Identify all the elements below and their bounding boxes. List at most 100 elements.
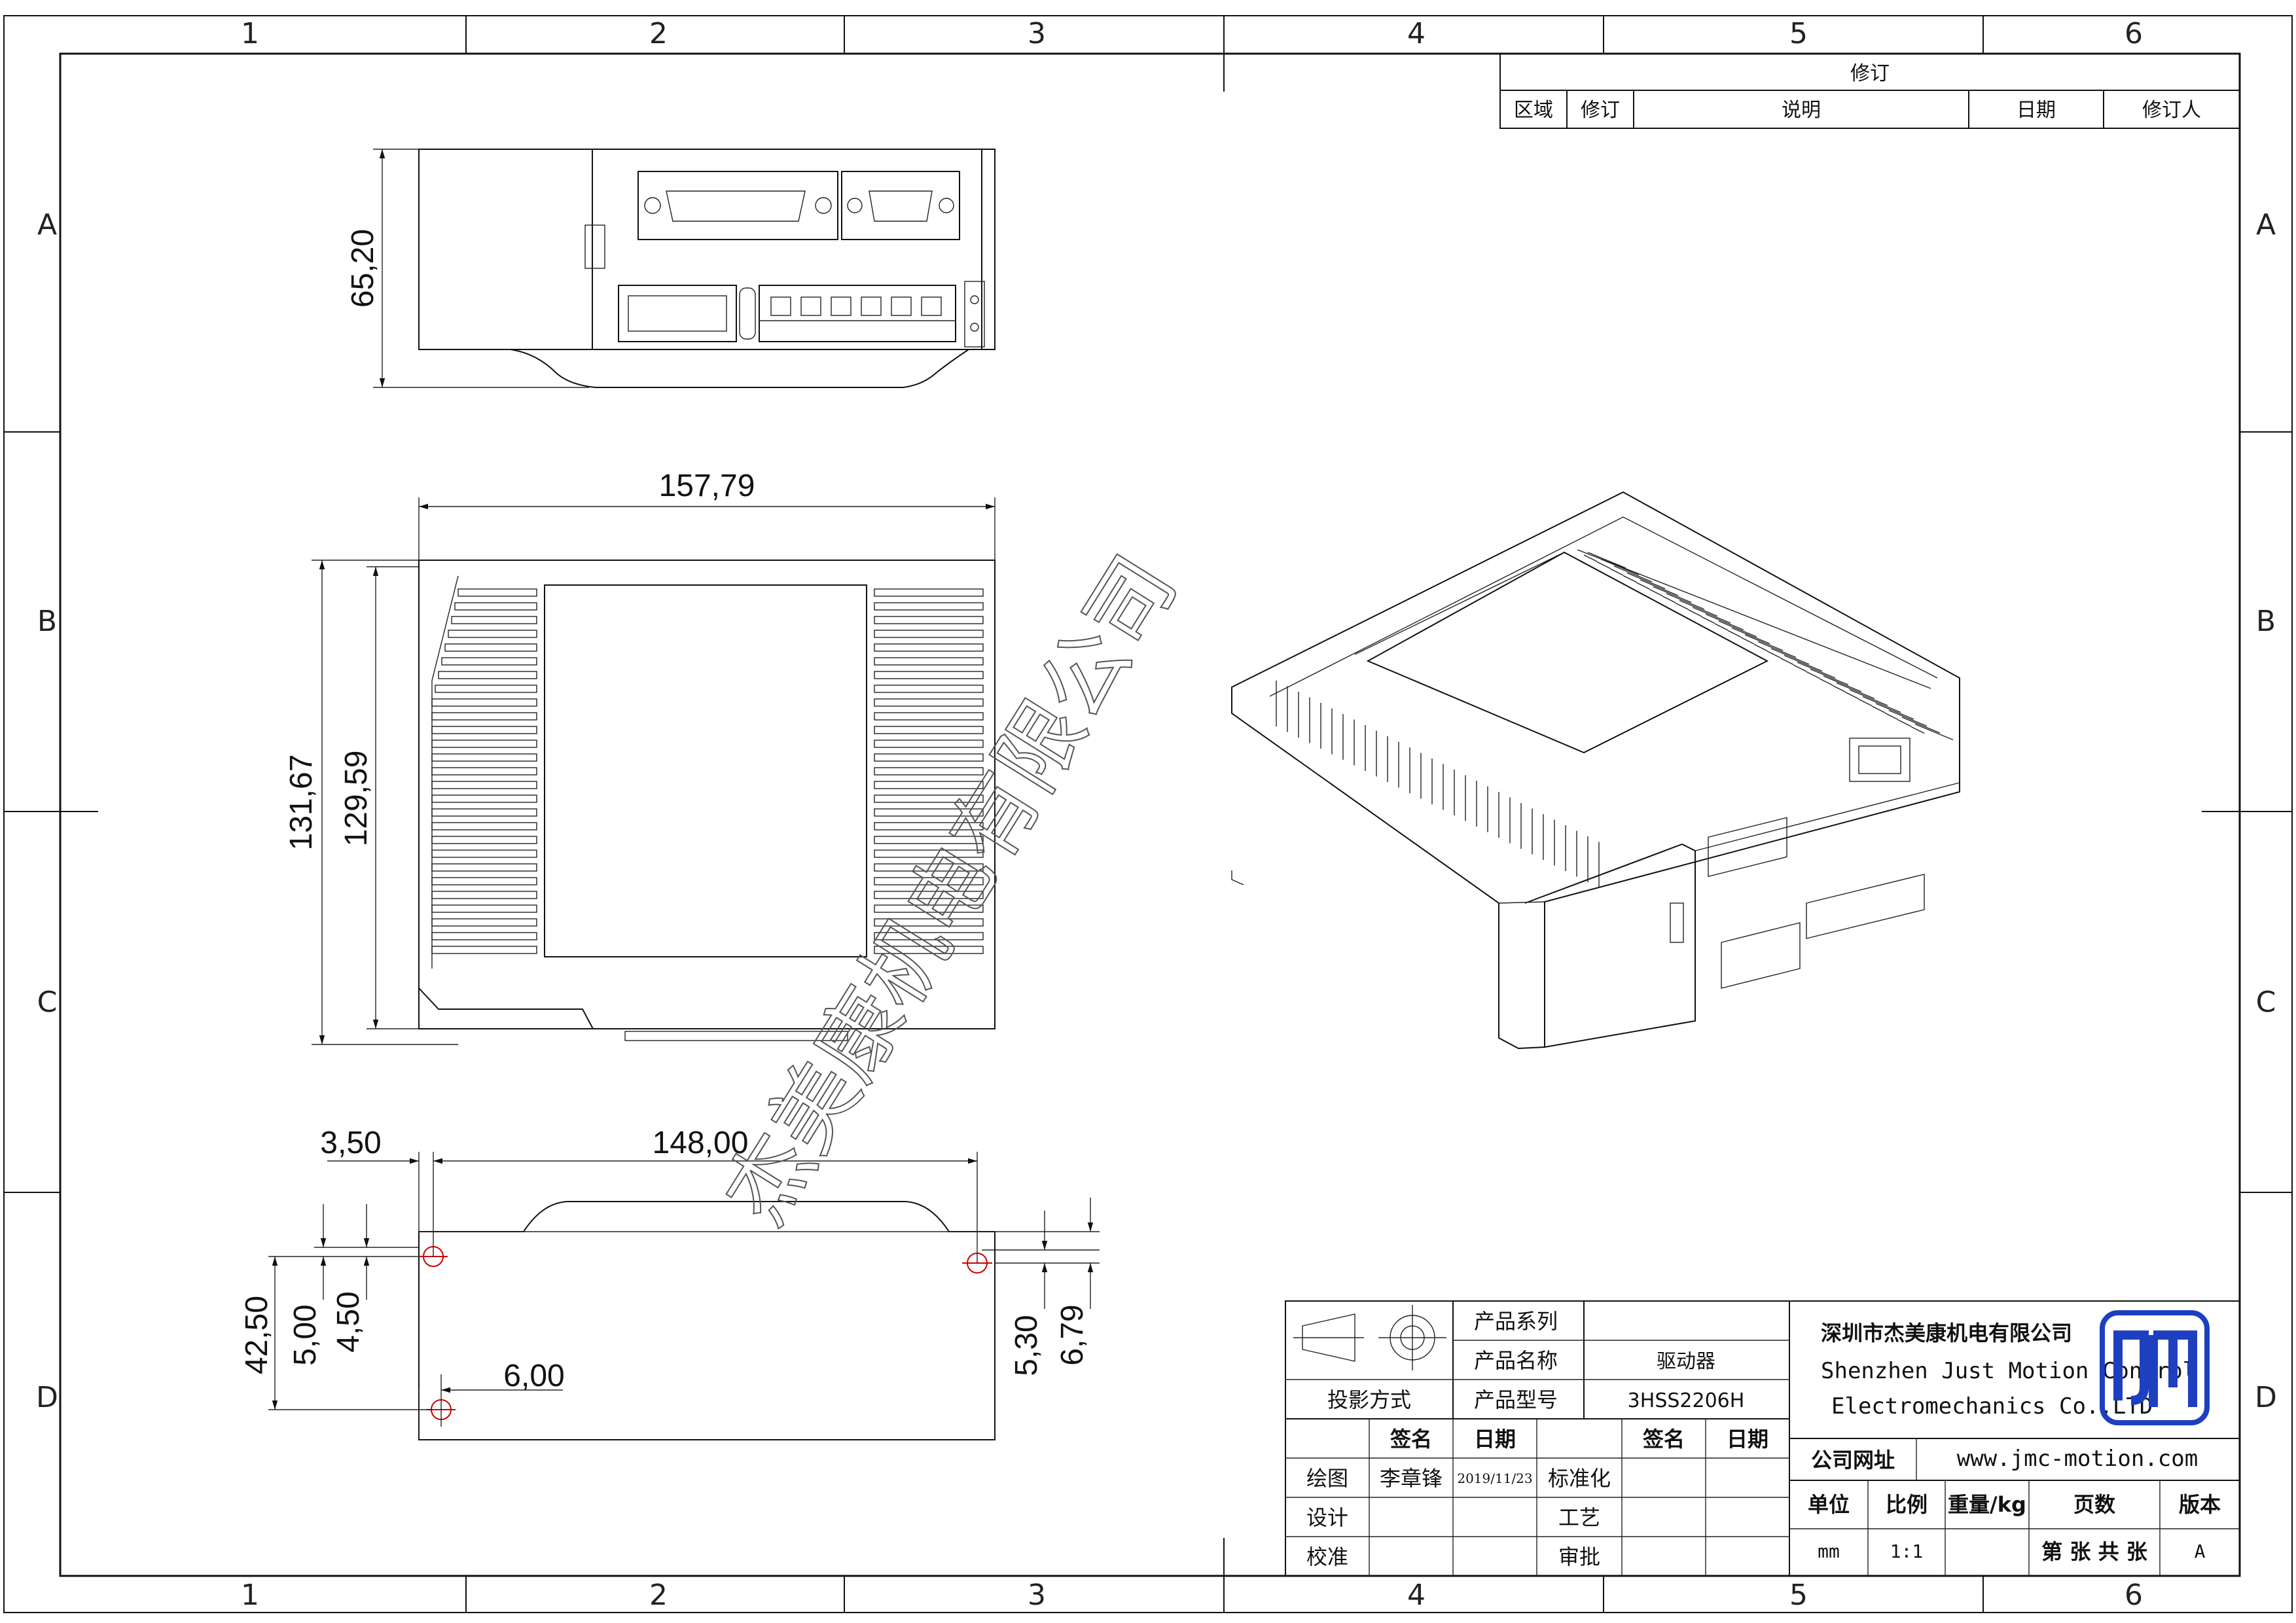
vent-slat-left xyxy=(451,616,537,624)
iso-top-vent-slat xyxy=(1793,664,1807,672)
tb-projection-label: 投影方式 xyxy=(1327,1387,1411,1412)
vent-slat-left xyxy=(431,808,537,817)
zone-labels: 1 2 3 4 5 6 1 2 3 4 5 6 A B C D A B C D xyxy=(36,17,2277,1612)
vent-slat-right xyxy=(874,849,984,858)
vent-slat-right xyxy=(874,602,984,611)
vent-slat-left xyxy=(431,767,537,776)
tb-unit-value: mm xyxy=(1818,1541,1840,1562)
vent-slat-right xyxy=(874,685,984,693)
iso-top-vent-slat xyxy=(1653,586,1692,603)
outer-frame xyxy=(3,15,2293,1613)
company-logo-icon xyxy=(2100,1310,2210,1425)
tb-sign-header: 签名 xyxy=(1390,1427,1432,1452)
iso-top-vent-slat xyxy=(1626,572,1666,590)
tb-scale-value: 1:1 xyxy=(1890,1541,1924,1562)
iso-top-vent-slat xyxy=(1688,609,1702,617)
iso-top-vent-slat xyxy=(1757,641,1797,658)
zone-col-4-top: 4 xyxy=(1407,17,1426,50)
vent-slat-left xyxy=(435,685,537,693)
dim-h-6-79-label: 6,79 xyxy=(1055,1304,1090,1365)
zone-row-b-left: B xyxy=(37,605,57,638)
vent-slat-left xyxy=(444,643,537,652)
vent-slat-left xyxy=(431,822,537,830)
iso-top-vent-slat xyxy=(1609,568,1624,576)
vent-slat-left xyxy=(431,932,537,940)
dim-overall-height-label: 131,67 xyxy=(284,755,319,851)
iso-top-vent-slat xyxy=(1692,607,1731,624)
iso-top-vent-slat xyxy=(1636,582,1650,590)
vent-slat-right xyxy=(874,698,984,707)
vent-slat-right xyxy=(874,588,984,597)
tb-company-cn: 深圳市杰美康机电有限公司 xyxy=(1821,1321,2072,1346)
iso-top-vent-slat xyxy=(1701,616,1715,624)
dim-left-offset: 3,50 xyxy=(320,1126,434,1257)
vent-slat-right xyxy=(874,630,984,638)
iso-top-vent-slat xyxy=(1806,671,1820,679)
iso-top-vent-slat xyxy=(1600,558,1640,576)
tb-design-label: 设计 xyxy=(1306,1505,1348,1530)
iso-top-vent-slat xyxy=(1727,630,1742,638)
iso-top-vent-slat xyxy=(1849,689,1888,706)
tb-name-value: 驱动器 xyxy=(1657,1350,1715,1373)
revision-header-rev: 修订 xyxy=(1581,99,1620,122)
zone-col-4-bottom: 4 xyxy=(1407,1578,1426,1612)
tb-sign-header-2: 签名 xyxy=(1643,1427,1685,1452)
vent-slat-right xyxy=(874,904,984,913)
zone-col-6-top: 6 xyxy=(2125,17,2143,50)
vent-slat-right xyxy=(874,767,984,776)
vent-slat-left xyxy=(454,602,537,611)
tb-drawn-label: 绘图 xyxy=(1306,1466,1348,1491)
side-view xyxy=(418,149,996,388)
iso-top-vent-slat xyxy=(1858,698,1873,707)
revision-header-date: 日期 xyxy=(2017,99,2056,122)
tb-series-label: 产品系列 xyxy=(1474,1309,1558,1334)
vent-slat-right xyxy=(874,753,984,762)
zone-col-2-top: 2 xyxy=(649,17,668,50)
dim-height-side-label: 65,20 xyxy=(346,229,380,308)
iso-top-vent-slat xyxy=(1740,637,1755,645)
tb-company-en-1: Shenzhen Just Motion Control xyxy=(1821,1358,2196,1384)
projection-symbol-icon xyxy=(1293,1305,1446,1370)
iso-top-vent-slat xyxy=(1780,657,1794,666)
revision-header-desc: 说明 xyxy=(1782,99,1821,122)
zone-col-6-bottom: 6 xyxy=(2125,1578,2143,1612)
iso-top-vent-slat xyxy=(1744,634,1784,651)
top-view xyxy=(418,560,996,1041)
tb-name-label: 产品名称 xyxy=(1474,1348,1558,1373)
vent-slat-left xyxy=(431,781,537,789)
iso-top-vent-slat xyxy=(1753,643,1768,652)
vent-slat-left xyxy=(431,863,537,872)
vent-slat-left xyxy=(431,794,537,803)
zone-col-1-bottom: 1 xyxy=(241,1578,259,1612)
tb-website: www.jmc-motion.com xyxy=(1957,1446,2198,1472)
vent-slat-left xyxy=(431,904,537,913)
iso-top-vent-slat xyxy=(1784,654,1823,672)
tb-pages-value: 第 张 共 张 xyxy=(2041,1539,2147,1564)
tb-weight-label: 重量/kg xyxy=(1948,1492,2026,1517)
vent-slat-right xyxy=(874,740,984,748)
vent-slat-right xyxy=(874,891,984,899)
dim-h-42-50-label: 42,50 xyxy=(240,1296,274,1374)
iso-top-vent-slat xyxy=(1679,599,1718,617)
iso-top-vent-slat xyxy=(1666,593,1705,610)
iso-top-vent-slat xyxy=(1823,675,1862,692)
bottom-view xyxy=(418,1201,996,1440)
tb-drawn-name: 李章锋 xyxy=(1380,1466,1443,1491)
zone-ticks xyxy=(4,16,2292,1613)
zone-row-c-right: C xyxy=(2256,986,2276,1019)
vent-slat-left xyxy=(431,712,537,721)
vent-slat-right xyxy=(874,918,984,927)
iso-top-vent-slat xyxy=(1583,554,1598,562)
dim-h-6-00-label: 6,00 xyxy=(503,1359,564,1393)
vent-slat-right xyxy=(874,946,984,954)
tb-unit-label: 单位 xyxy=(1808,1492,1850,1517)
vent-slat-left xyxy=(448,630,537,638)
iso-top-vent-slat xyxy=(1623,575,1637,583)
vent-slat-right xyxy=(874,794,984,803)
title-block: 产品系列 产品名称 驱动器 投影方式 产品型号 3HSS2206H 签名 日期 … xyxy=(1285,1300,2240,1577)
dim-h-5-30-label: 5,30 xyxy=(1009,1315,1044,1376)
tb-version-value: A xyxy=(2195,1541,2206,1562)
iso-top-vent-slat xyxy=(1810,668,1849,686)
zone-row-c-left: C xyxy=(37,986,58,1019)
